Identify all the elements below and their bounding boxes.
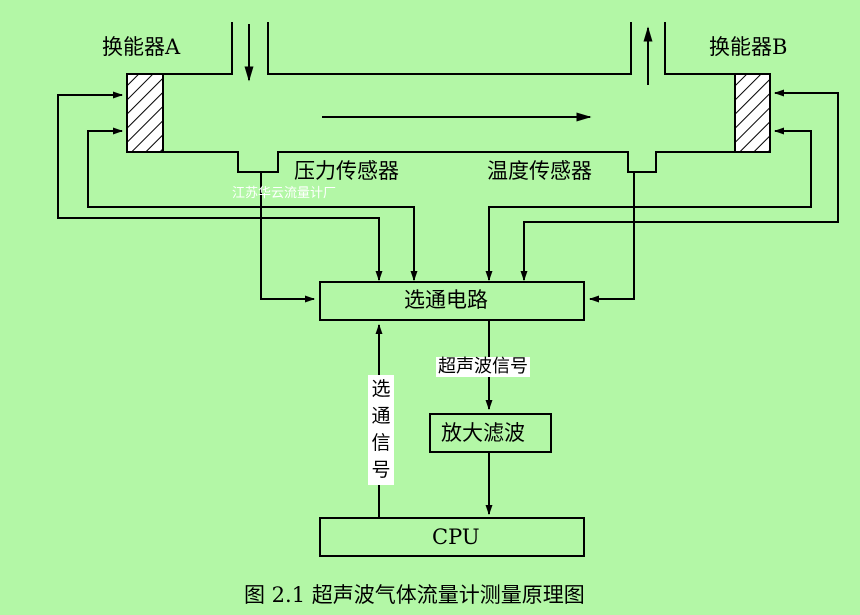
cpu-label: CPU	[432, 525, 480, 549]
gas-pipe	[127, 22, 735, 173]
ultrasonic-signal-label: 超声波信号	[436, 356, 530, 377]
transducer-a	[126, 73, 164, 153]
transducer-a-wiring	[57, 91, 418, 281]
transducer-b-wiring	[485, 89, 839, 281]
gating-circuit-label: 选通电路	[404, 288, 488, 312]
transducer-b	[734, 73, 771, 153]
transducer-b-label: 换能器B	[709, 35, 788, 59]
gating-circuit-box	[319, 281, 585, 321]
figure-caption: 图 2.1 超声波气体流量计测量原理图	[244, 583, 585, 607]
temperature-sensor-label: 温度传感器	[487, 159, 592, 183]
pressure-sensor-label: 压力传感器	[294, 159, 399, 183]
cpu-box	[319, 517, 585, 557]
pressure-sensor-lead	[260, 172, 315, 303]
amp-filter-box	[429, 413, 552, 453]
amp-filter-label: 放大滤波	[441, 421, 525, 445]
temperature-sensor-lead	[589, 172, 635, 303]
gating-signal-label: 选通信号	[368, 375, 394, 485]
transducer-a-label: 换能器A	[102, 35, 181, 59]
watermark: 江苏华云流量计厂	[232, 186, 337, 201]
